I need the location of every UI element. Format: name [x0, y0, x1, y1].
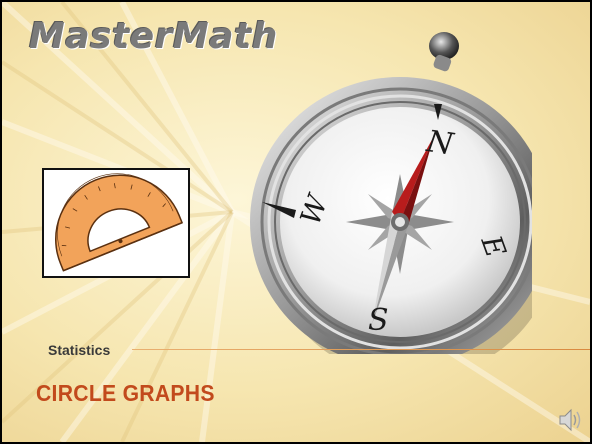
- speaker-icon[interactable]: [558, 406, 584, 434]
- slide-title: CIRCLE GRAPHS: [36, 380, 215, 406]
- brand-logo-text: MasterMath: [29, 16, 278, 57]
- compass-south-label: S: [368, 303, 389, 338]
- compass-icon: N S E W: [250, 32, 532, 354]
- divider-line: [132, 349, 590, 350]
- protractor-icon: [55, 173, 184, 272]
- slide-subtitle: Statistics: [48, 342, 111, 358]
- protractor-image: [42, 168, 190, 278]
